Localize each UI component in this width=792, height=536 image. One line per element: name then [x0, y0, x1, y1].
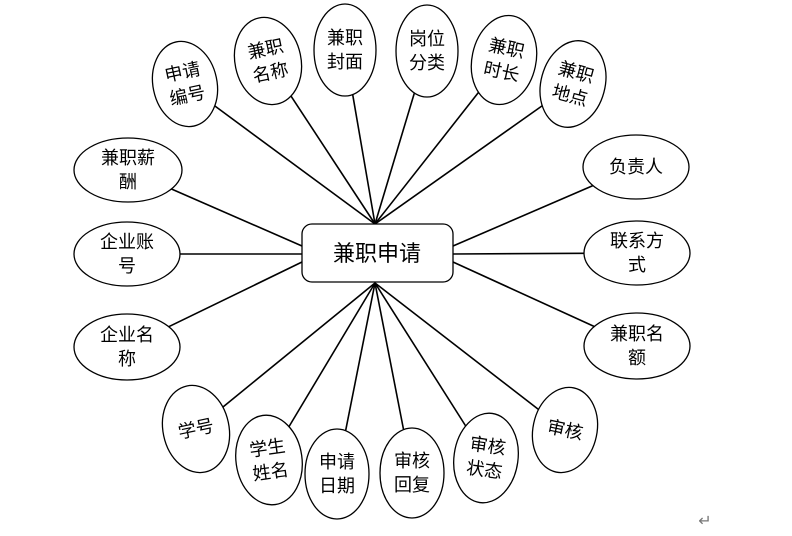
edge-job-name	[290, 95, 376, 225]
edge-student-no	[222, 282, 376, 408]
paragraph-mark: ↵	[698, 511, 711, 530]
attribute-label: 审核	[394, 451, 430, 472]
attribute-ellipse	[531, 386, 599, 474]
attribute-ellipse	[313, 3, 377, 97]
entity-node: 兼职申请	[301, 223, 454, 283]
attribute-manager: 负责人	[582, 134, 690, 200]
attribute-label: 分类	[409, 53, 445, 74]
attribute-ellipse	[304, 428, 370, 520]
attribute-student-no: 学号	[161, 384, 231, 474]
attribute-label: 企业名	[100, 325, 154, 346]
connector-lines	[168, 91, 595, 431]
edge-manager	[452, 184, 594, 247]
attribute-ellipse	[582, 134, 690, 200]
edge-review	[374, 282, 540, 411]
edge-apply-date	[344, 282, 376, 431]
edge-quota	[452, 261, 595, 328]
entity-box	[301, 223, 454, 283]
attribute-ellipse	[583, 312, 691, 380]
edge-post-category	[374, 92, 416, 225]
attribute-ellipse	[161, 384, 231, 474]
attribute-label: 额	[628, 348, 646, 369]
attribute-label: 号	[118, 256, 136, 277]
edge-apply-no	[214, 105, 376, 225]
attribute-ellipse	[583, 220, 691, 286]
attribute-ellipse	[395, 4, 459, 98]
attribute-label: 状态	[465, 457, 504, 483]
attribute-ellipse	[73, 221, 181, 287]
attribute-label: 学生	[248, 436, 287, 462]
attribute-label: 岗位	[409, 29, 445, 50]
edge-review-status	[374, 282, 467, 427]
attribute-label: 联系方	[610, 231, 664, 252]
edge-job-location	[374, 105, 543, 225]
attribute-ellipse	[539, 40, 607, 128]
attribute-ellipse	[453, 412, 519, 504]
edge-job-duration	[374, 91, 480, 225]
entity-label: 兼职申请	[333, 242, 421, 267]
attribute-label: 酬	[119, 172, 137, 193]
attribute-ellipse	[233, 16, 303, 106]
attribute-label: 企业账	[100, 232, 154, 253]
attribute-ellipse	[470, 14, 538, 106]
attribute-label: 兼职	[327, 28, 363, 49]
attribute-label: 兼职薪	[101, 148, 155, 169]
attribute-ellipse	[379, 427, 445, 519]
edge-review-reply	[374, 282, 405, 430]
attribute-label: 日期	[319, 476, 355, 497]
attribute-review: 审核	[531, 386, 599, 474]
attribute-nodes: 申请编号兼职名称兼职封面岗位分类兼职时长兼职地点兼职薪酬企业账号企业名称学号学生…	[73, 3, 691, 520]
attribute-label: 审核	[468, 434, 507, 460]
attribute-ellipse	[151, 40, 219, 128]
attribute-ellipse	[73, 313, 181, 381]
attribute-label: 姓名	[251, 459, 290, 485]
attribute-ellipse	[235, 414, 303, 506]
edge-contact	[452, 252, 585, 255]
edge-student-name	[288, 282, 376, 428]
attribute-ellipse	[73, 137, 183, 203]
attribute-label: 申请	[319, 452, 355, 473]
attribute-label: 回复	[394, 475, 430, 496]
edge-job-cover	[351, 94, 376, 225]
edge-company-name	[168, 261, 303, 328]
attribute-label: 封面	[327, 52, 363, 73]
attribute-label: 负责人	[609, 157, 663, 178]
edge-job-salary	[171, 188, 303, 247]
attribute-label: 称	[118, 349, 136, 370]
attribute-label: 式	[628, 255, 646, 276]
attribute-label: 兼职名	[610, 324, 664, 345]
